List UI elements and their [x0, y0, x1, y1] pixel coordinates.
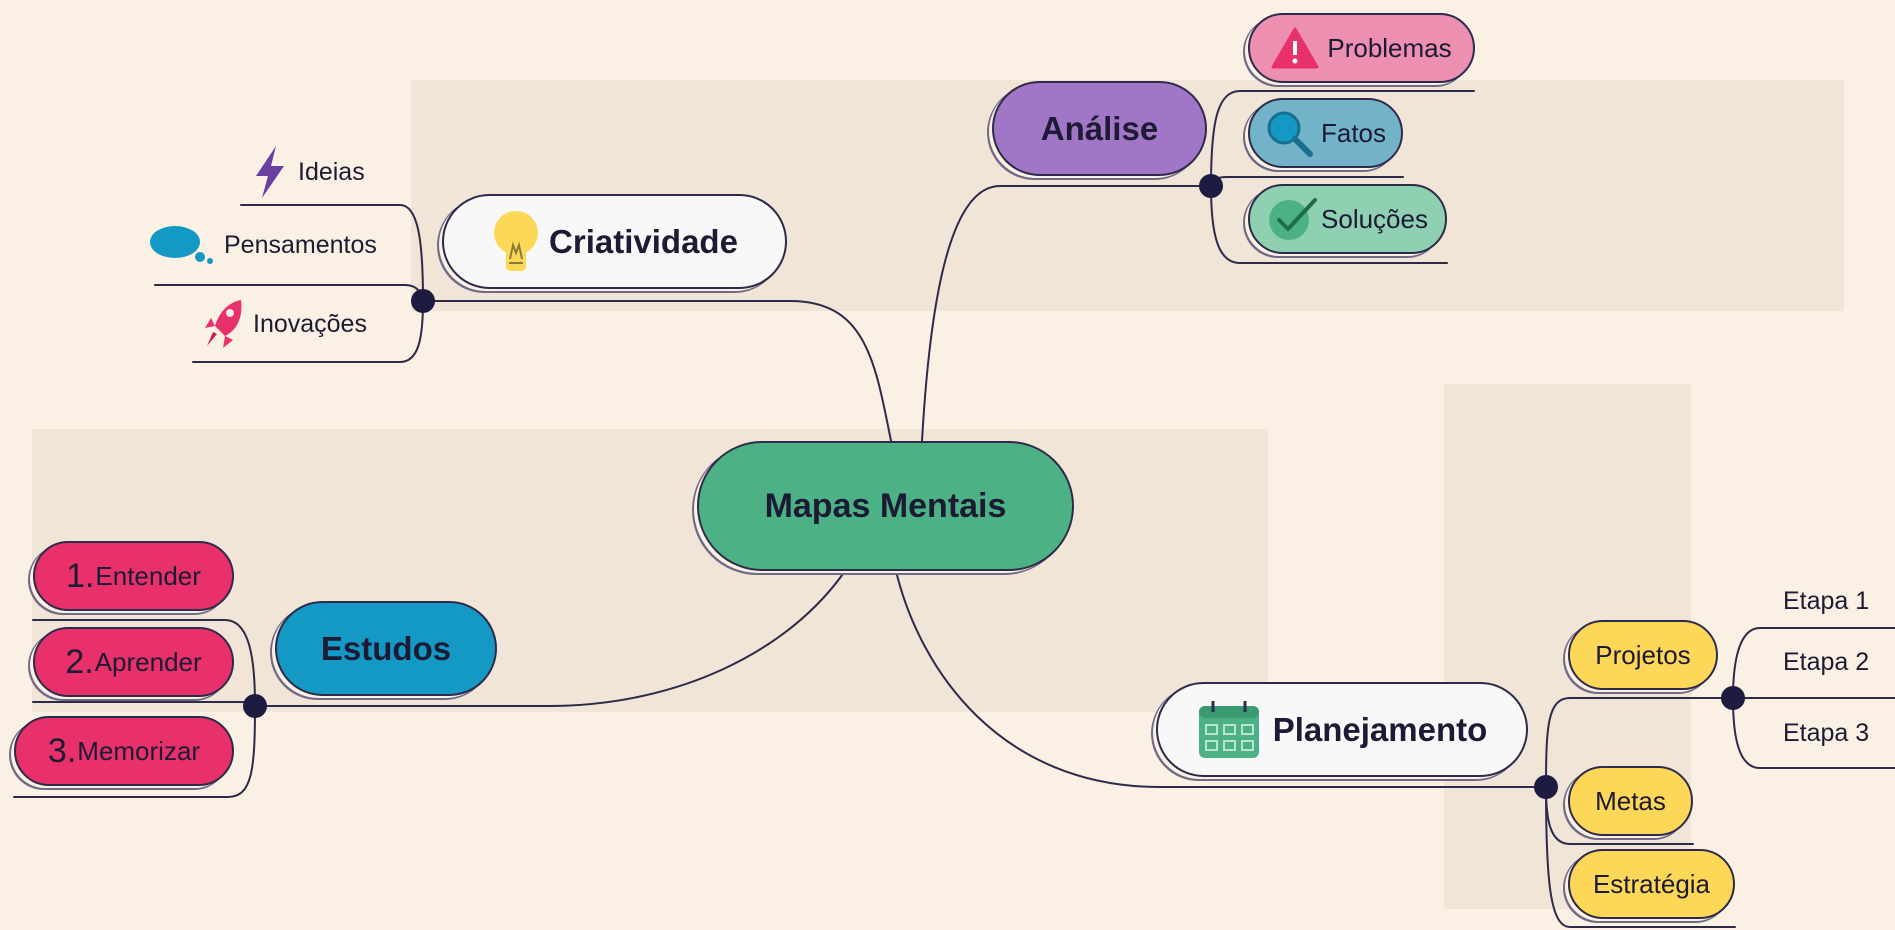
magnifier-icon	[1265, 109, 1313, 157]
subtopic-memorizar[interactable]: 3. Memorizar	[14, 716, 234, 786]
thought-bubble-icon	[150, 225, 216, 265]
subtopic-pensamentos-label: Pensamentos	[224, 230, 377, 259]
subtopic-pensamentos[interactable]: Pensamentos	[150, 225, 377, 265]
topic-planejamento[interactable]: Planejamento	[1156, 682, 1528, 777]
subtopic-aprender[interactable]: 2. Aprender	[33, 627, 234, 697]
central-topic[interactable]: Mapas Mentais	[697, 441, 1074, 571]
topic-planejamento-label: Planejamento	[1272, 710, 1488, 748]
subtopic-entender[interactable]: 1. Entender	[33, 541, 234, 611]
subtopic-inovacoes-label: Inovações	[253, 309, 367, 338]
lightbulb-icon	[491, 207, 541, 277]
central-topic-label: Mapas Mentais	[764, 486, 1007, 525]
subtopic-solucoes[interactable]: Soluções	[1248, 184, 1447, 254]
step-number-1: 1.	[66, 556, 95, 595]
warning-icon	[1271, 27, 1319, 69]
subtopic-ideias[interactable]: Ideias	[252, 146, 365, 198]
subtopic-metas-label: Metas	[1595, 785, 1666, 816]
subtopic-etapa-1[interactable]: Etapa 1	[1783, 583, 1869, 619]
subtopic-fatos[interactable]: Fatos	[1248, 98, 1403, 168]
calendar-icon	[1197, 700, 1261, 760]
checkmark-icon	[1267, 196, 1318, 242]
topic-estudos-label: Estudos	[320, 629, 452, 667]
subtopic-etapa-2[interactable]: Etapa 2	[1783, 644, 1869, 680]
lightning-icon	[252, 146, 288, 198]
subtopic-estrategia-label: Estratégia	[1592, 868, 1711, 899]
subtopic-memorizar-label: Memorizar	[77, 735, 201, 766]
step-number-3: 3.	[47, 731, 77, 770]
subtopic-metas[interactable]: Metas	[1568, 766, 1693, 836]
subtopic-inovacoes[interactable]: Inovações	[203, 298, 367, 350]
topic-analise[interactable]: Análise	[992, 81, 1207, 176]
topic-criatividade[interactable]: Criatividade	[442, 194, 787, 289]
subtopic-fatos-label: Fatos	[1320, 117, 1387, 148]
subtopic-problemas[interactable]: Problemas	[1248, 13, 1475, 83]
subtopic-etapa-3-label: Etapa 3	[1783, 718, 1870, 747]
rocket-icon	[203, 298, 245, 350]
subtopic-aprender-label: Aprender	[94, 646, 202, 677]
subtopic-ideias-label: Ideias	[298, 157, 365, 186]
subtopic-etapa-1-label: Etapa 1	[1783, 586, 1870, 615]
topic-analise-label: Análise	[1040, 109, 1159, 147]
subtopic-entender-label: Entender	[95, 560, 201, 591]
subtopic-problemas-label: Problemas	[1327, 32, 1452, 63]
subtopic-solucoes-label: Soluções	[1321, 203, 1428, 234]
subtopic-projetos[interactable]: Projetos	[1568, 620, 1718, 690]
topic-criatividade-label: Criatividade	[549, 222, 738, 260]
subtopic-etapa-3[interactable]: Etapa 3	[1783, 715, 1869, 751]
topic-estudos[interactable]: Estudos	[275, 601, 497, 696]
subtopic-projetos-label: Projetos	[1595, 639, 1691, 670]
subtopic-etapa-2-label: Etapa 2	[1783, 647, 1870, 676]
subtopic-estrategia[interactable]: Estratégia	[1568, 849, 1735, 919]
step-number-2: 2.	[65, 642, 94, 681]
